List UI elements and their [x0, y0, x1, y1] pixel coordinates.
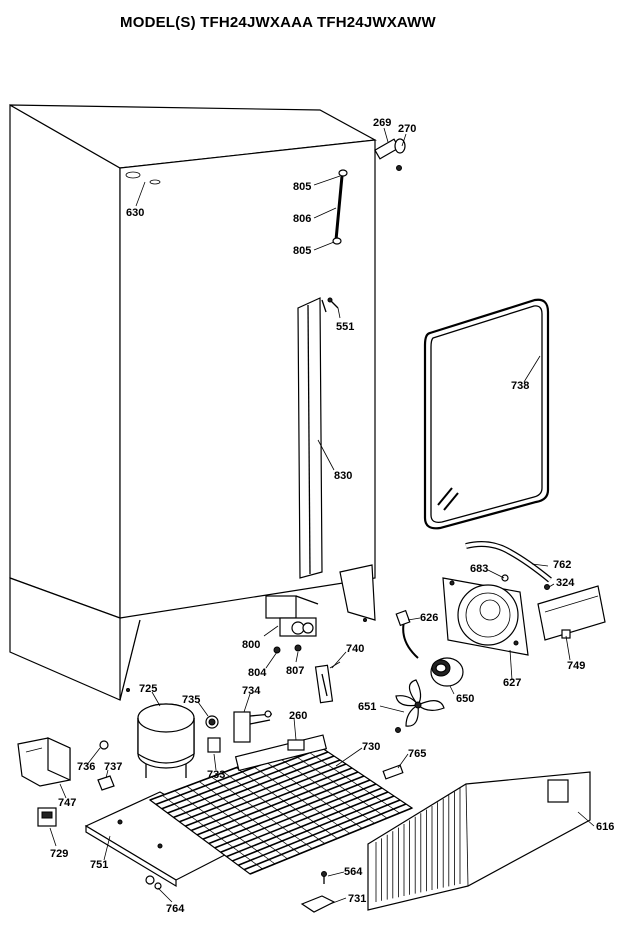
label-735: 735: [182, 694, 200, 706]
part-740: [314, 661, 341, 704]
tube-762: [465, 541, 552, 590]
label-806: 806: [293, 213, 311, 225]
screw-564: [321, 871, 327, 884]
diagram-title: MODEL(S) TFH24JWXAAA TFH24JWXAWW: [120, 14, 436, 31]
label-270: 270: [398, 123, 416, 135]
fan-shroud-627: [442, 577, 529, 656]
label-751: 751: [90, 859, 108, 871]
label-730: 730: [362, 741, 380, 753]
label-800: 800: [242, 639, 260, 651]
motor-650: [430, 657, 464, 687]
fan-blade-651: [395, 679, 445, 733]
wire-626: [395, 609, 419, 659]
label-616: 616: [596, 821, 614, 833]
label-765: 765: [408, 748, 426, 760]
parts-736-737: [97, 740, 115, 791]
label-740: 740: [346, 643, 364, 655]
label-749: 749: [567, 660, 585, 672]
cabinet: [9, 103, 377, 701]
label-564: 564: [344, 866, 363, 878]
label-627: 627: [503, 677, 521, 689]
label-734: 734: [242, 685, 261, 697]
part-729: [37, 807, 57, 827]
cover-749: [537, 585, 606, 641]
label-805-bottom: 805: [293, 245, 311, 257]
label-626: 626: [420, 612, 438, 624]
screw-551: [327, 297, 339, 309]
label-651: 651: [358, 701, 376, 713]
label-807: 807: [286, 665, 304, 677]
rear-panel-616: [367, 771, 591, 911]
part-765: [382, 764, 404, 780]
part-labels: 269 270 805 806 805 630 551 738 830 762 …: [50, 117, 614, 915]
tube-806: [332, 169, 348, 245]
part-731: [300, 895, 336, 913]
label-762: 762: [553, 559, 571, 571]
label-683: 683: [470, 563, 488, 575]
valve-800: [265, 595, 319, 654]
bracket-747: [17, 737, 71, 787]
label-804: 804: [248, 667, 267, 679]
leader-lines: [49, 127, 595, 905]
label-269: 269: [373, 117, 391, 129]
drain-channel-830: [297, 297, 327, 579]
label-731: 731: [348, 893, 366, 905]
compressor-725: [137, 703, 195, 778]
label-551: 551: [336, 321, 354, 333]
label-725: 725: [139, 683, 157, 695]
label-737: 737: [104, 761, 122, 773]
label-830: 830: [334, 470, 352, 482]
part-764: [145, 875, 162, 890]
gasket-738: [423, 298, 550, 530]
parts-269-270: [374, 138, 406, 171]
parts-735-733-734: [205, 710, 273, 753]
label-736: 736: [77, 761, 95, 773]
part-260: [287, 739, 305, 751]
label-324: 324: [556, 577, 575, 589]
label-630: 630: [126, 207, 144, 219]
label-747: 747: [58, 797, 76, 809]
label-738: 738: [511, 380, 529, 392]
label-650: 650: [456, 693, 474, 705]
label-805-top: 805: [293, 181, 311, 193]
label-764: 764: [166, 903, 185, 915]
label-260: 260: [289, 710, 307, 722]
label-729: 729: [50, 848, 68, 860]
label-733: 733: [207, 769, 225, 781]
